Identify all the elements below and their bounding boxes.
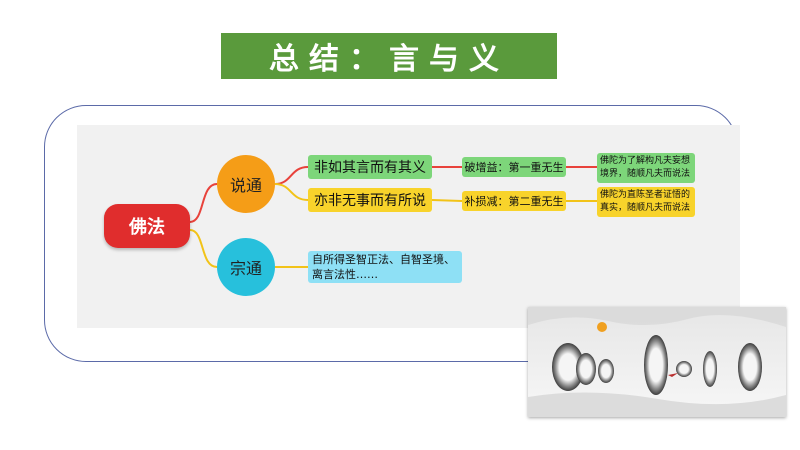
note-node-2: 佛陀为直陈圣者证悟的 真实，随顺凡夫而说法 [597,187,695,217]
connector-root-zongtong [189,229,218,268]
root-node-fofa: 佛法 [104,204,190,248]
leaf-node-2: 亦非无事而有所说 [308,188,432,212]
slide-title: 总结：言与义 [221,33,557,79]
connector-shuotong-leaf1 [274,166,309,185]
leaf-node-3: 自所得圣智正法、自智圣境、 离言法性…… [308,251,462,283]
branch-node-shuotong: 说通 [217,155,275,213]
branch-node-zongtong: 宗通 [217,238,275,296]
ink-landscape-illustration [528,307,786,417]
sub-node-1: 破增益：第一重无生 [462,157,566,177]
note-node-1: 佛陀为了解构凡夫妄想 境界，随顺凡夫而说法 [597,153,695,183]
sub-node-2: 补损减：第二重无生 [462,191,566,211]
leaf-node-1: 非如其言而有其义 [308,155,432,179]
connector-shuotong-leaf2 [274,183,309,201]
connector-leaf2-sub2 [431,199,463,202]
connector-root-shuotong [189,183,218,223]
